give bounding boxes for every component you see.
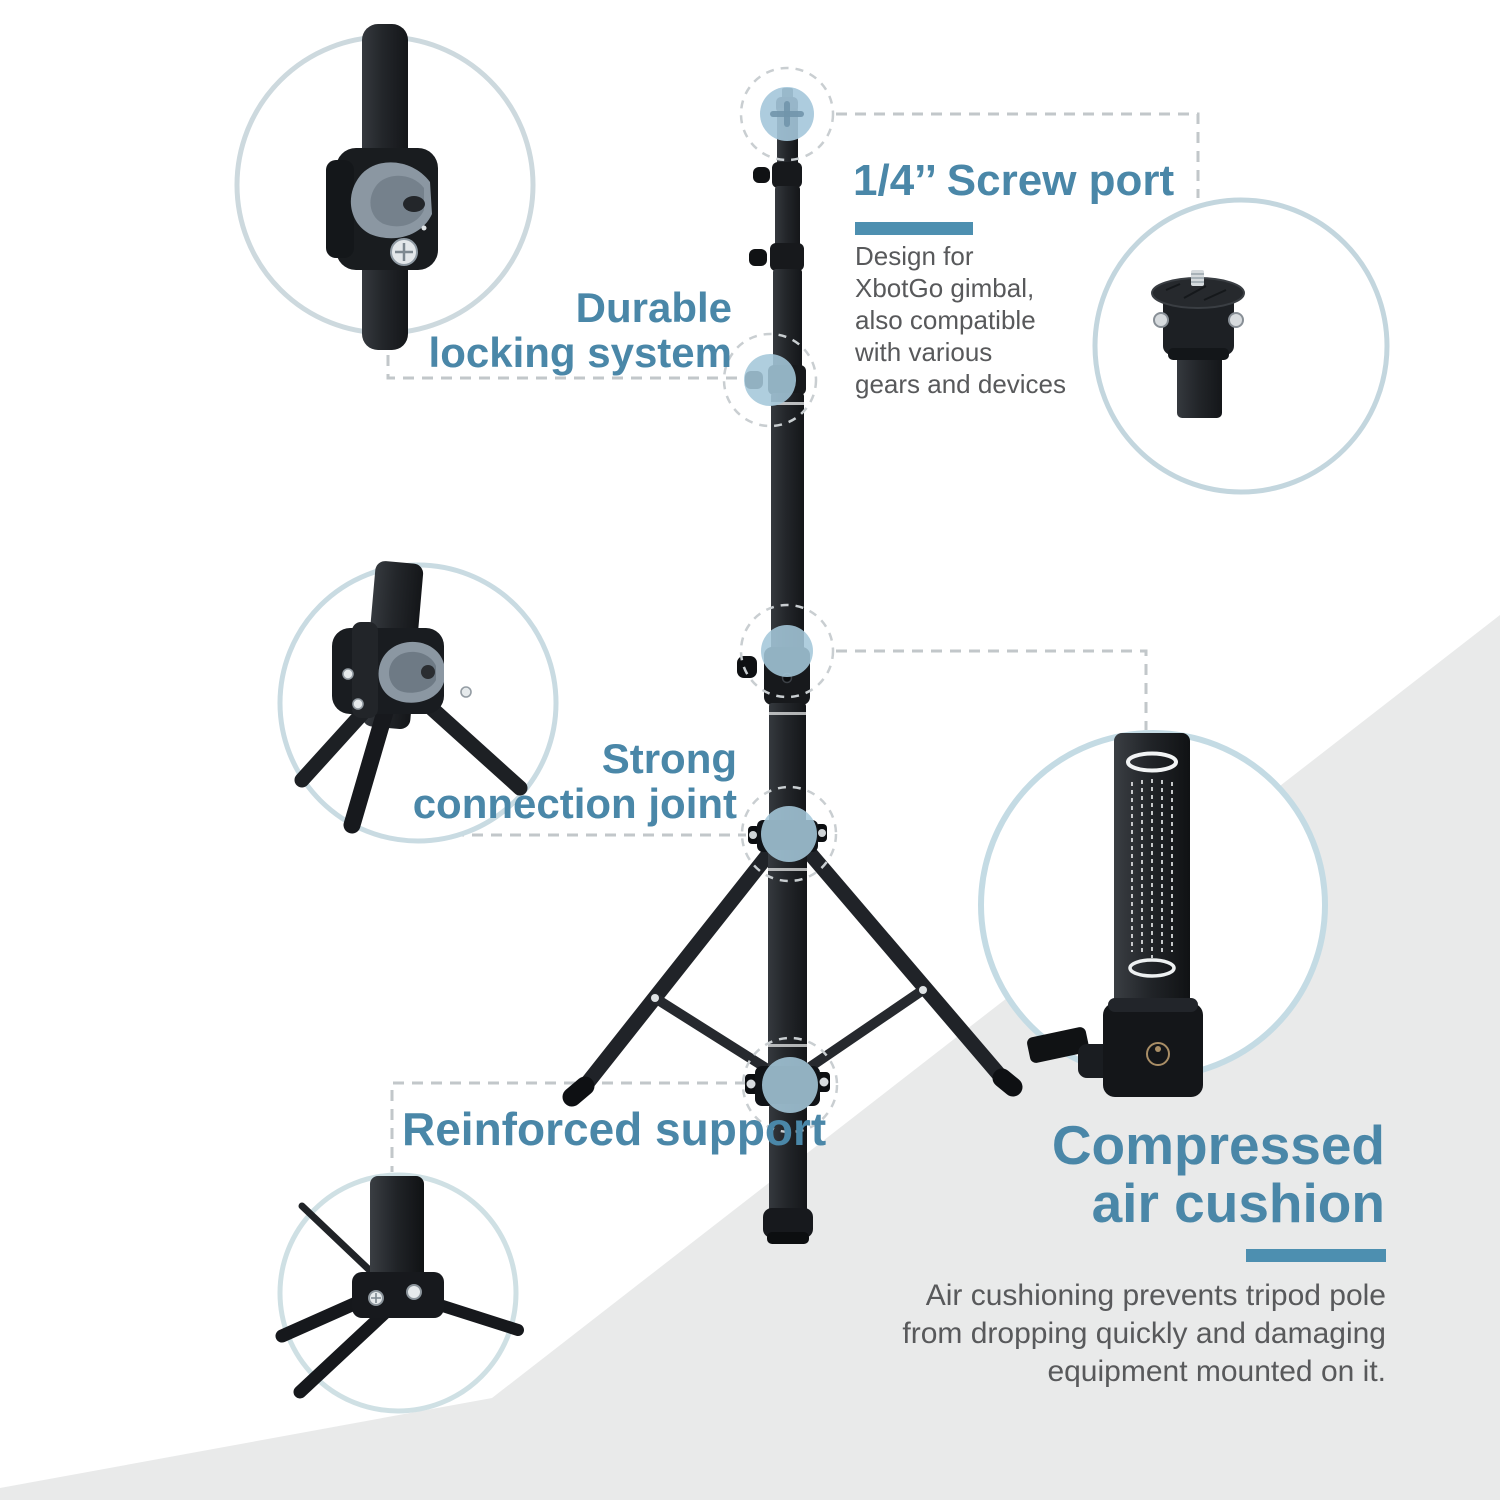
tripod-leg-left [577,824,794,1094]
leader-screw-port [836,112,1200,198]
joint-leg [420,697,528,796]
pole-foot [763,1208,813,1238]
screw [342,668,354,680]
joint-leg [343,703,394,834]
description-line: with various [855,337,993,367]
callout-title-line: locking system [428,329,732,376]
description-line: also compatible [855,305,1036,335]
screw [406,1284,422,1300]
description-line: from dropping quickly and damaging [902,1317,1386,1350]
background-diagonal [0,615,1500,1500]
callout-title-air-cushion: Compressed air cushion [935,1116,1385,1232]
description-line: Design for [855,241,974,271]
callout-title-line: air cushion [1091,1172,1385,1234]
screw [460,686,472,698]
pole [370,1176,424,1296]
photo-circle-screw-port [1092,197,1390,495]
lock-collar [772,162,802,188]
pole-segment [768,850,807,1072]
photo-circle-connection-joint [277,561,559,844]
air-cushion-base [1103,1003,1203,1097]
dashed-ring [722,332,818,428]
screw-head-body [1163,293,1234,355]
photo-circle-reinforced-support [275,1172,524,1414]
air-vent-perforations [1131,779,1173,958]
dashed-ring [740,785,838,883]
side-screw [1228,312,1244,328]
dashed-ring [741,1036,839,1134]
callout-title-line: Compressed [1051,1114,1385,1176]
cushion-ring-top [1126,751,1178,773]
photo-circle-locking-system [234,24,536,350]
tripod-leg-right [782,822,1010,1086]
callout-description-air-cushion: Air cushioning prevents tripod pole from… [700,1277,1386,1391]
highlight-dot [744,354,796,406]
pole-segment [771,393,804,651]
callout-title-screw-port: 1/4’’ Screw port [853,156,1175,205]
highlight-dot [761,625,813,677]
lock-knob [753,167,770,183]
description-line: equipment mounted on it. [1047,1355,1386,1388]
support-strut-right [786,985,928,1085]
brand-logo [1146,1042,1170,1066]
callout-title-reinforced-support: Reinforced support [402,1103,827,1155]
highlight-markers [722,66,839,1134]
screw [352,698,364,710]
photo-circle-air-cushion [978,730,1328,1097]
air-cushion-pole [1114,733,1190,1015]
leader-air-cushion [836,649,1148,730]
callout-description-screw-port: Design for XbotGo gimbal, also compatibl… [855,240,1066,400]
cushion-ring-bottom [1128,958,1176,978]
support-bar [293,1301,397,1399]
pole [1177,352,1222,418]
highlight-dot [762,1057,818,1113]
callout-title-line: Strong [601,735,737,782]
description-line: XbotGo gimbal, [855,273,1035,303]
lock-collar [770,243,804,271]
description-line: gears and devices [855,369,1067,399]
pole-segment [773,269,802,369]
leader-support [390,1081,746,1172]
lock-knob [737,656,757,678]
dashed-ring [739,603,835,699]
side-screw [1153,312,1169,328]
base-clamp [352,1272,444,1318]
callout-title-connection-joint: Strong connection joint [300,736,737,826]
callout-title-locking-system: Durable locking system [300,285,732,375]
accent-underline-bar [855,222,973,235]
highlight-dot [761,806,817,862]
pole-segment [769,703,806,825]
callout-title-line: Durable [575,284,732,331]
support-strut [298,1202,386,1286]
callout-title-line: connection joint [412,780,737,827]
accent-underline-bar [1246,1249,1386,1262]
pole-segment [775,186,800,250]
lock-knob [749,249,767,266]
description-line: Air cushioning prevents tripod pole [925,1279,1386,1312]
leader-locking [386,336,744,380]
dashed-ring [739,66,835,162]
